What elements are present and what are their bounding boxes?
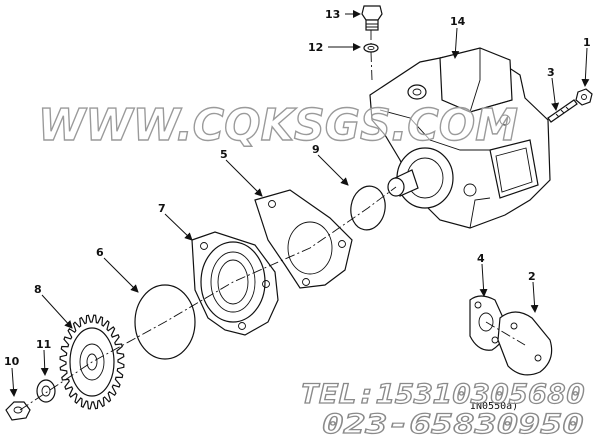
watermark-phone: 023-65830950 — [322, 409, 584, 440]
callout-7: 7 — [158, 202, 166, 215]
callout-13: 13 — [325, 8, 340, 21]
callout-6: 6 — [96, 246, 104, 259]
callout-4: 4 — [477, 252, 485, 265]
callout-3: 3 — [547, 66, 555, 79]
watermark-tel: TEL:15310305680 — [300, 379, 585, 410]
hex-nut-10 — [5, 401, 31, 421]
washer-11 — [36, 379, 56, 403]
fitting-13 — [361, 5, 383, 31]
fuel-pump-assembly — [369, 47, 551, 229]
nut-1 — [575, 88, 593, 106]
callout-10: 10 — [4, 355, 20, 368]
adapter-housing-7 — [191, 231, 279, 336]
bolt-3 — [547, 99, 578, 123]
callout-2: 2 — [528, 270, 536, 283]
watermark-site: WWW.CQKSGS.COM — [38, 100, 518, 151]
callout-9: 9 — [312, 143, 320, 156]
cover-plate-2 — [497, 311, 553, 376]
leader-lines — [9, 10, 590, 397]
seal-ring-12 — [363, 43, 379, 53]
assembly-axis-lines — [19, 30, 526, 411]
callout-1: 1 — [583, 36, 591, 49]
callout-5: 5 — [220, 148, 228, 161]
callout-numbers: 13 12 14 1 3 9 5 7 6 8 11 10 4 2 — [4, 8, 591, 368]
callout-12: 12 — [308, 41, 323, 54]
drawing-code: IN0550a) — [470, 401, 518, 412]
gasket-5 — [254, 189, 353, 289]
callout-8: 8 — [34, 283, 42, 296]
callout-14: 14 — [450, 15, 466, 28]
drive-gear-8 — [59, 314, 125, 410]
callout-11: 11 — [36, 338, 51, 351]
